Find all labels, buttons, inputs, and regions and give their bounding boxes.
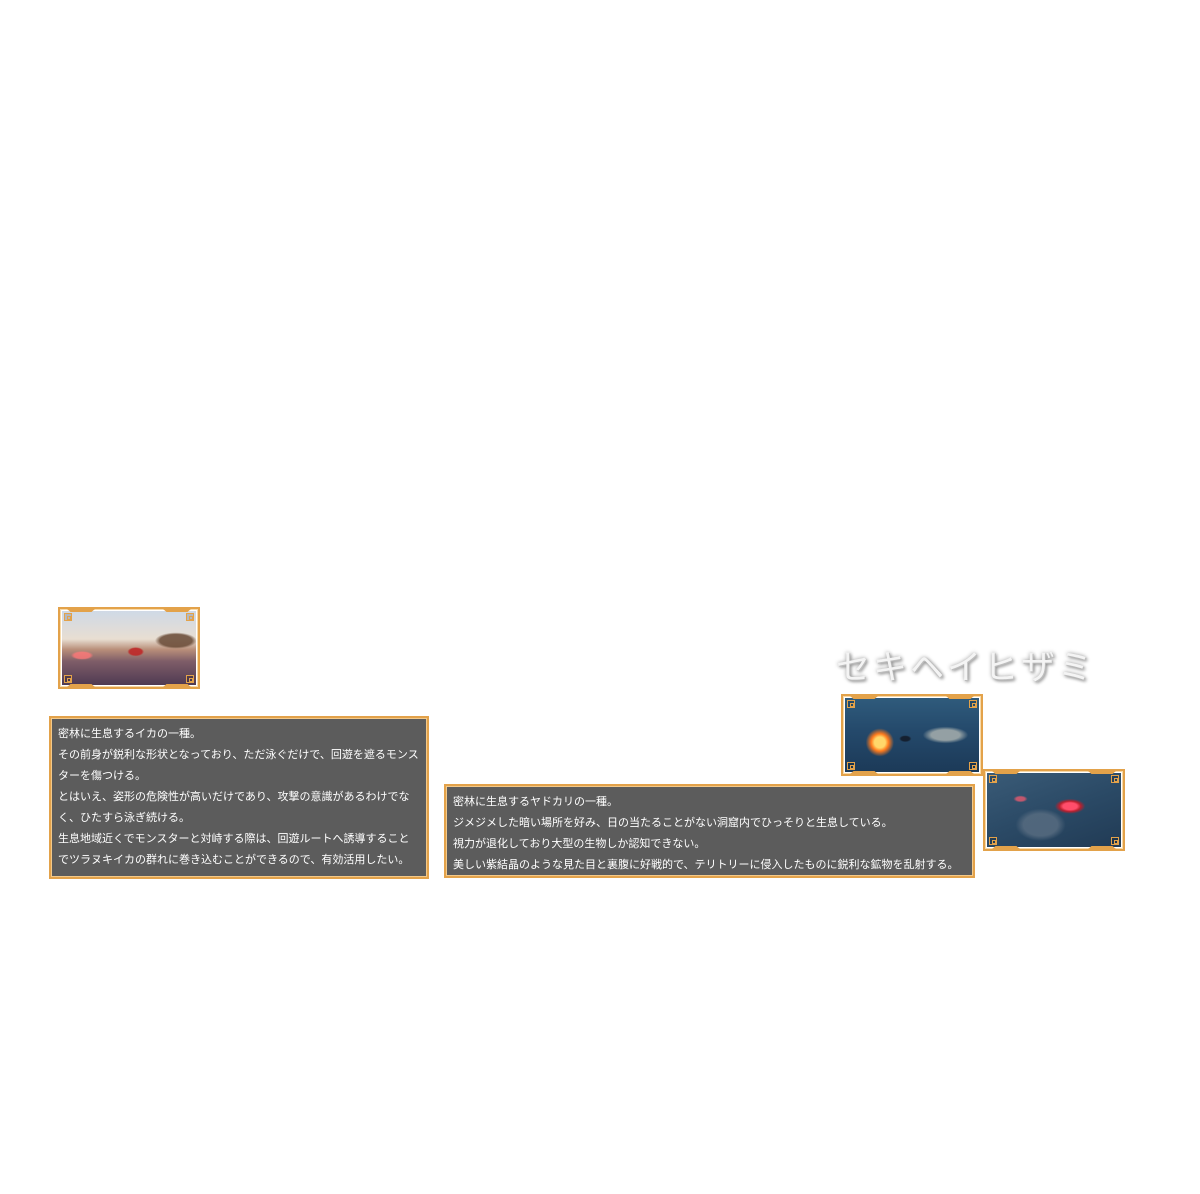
frame-corner-icon [969, 762, 977, 770]
frame-corner-icon [186, 675, 194, 683]
frame-ornament [991, 771, 1021, 774]
description-line: 密林に生息するヤドカリの一種。 [453, 795, 618, 808]
description-line: 密林に生息するイカの一種。 [58, 727, 201, 740]
description-line: 生息地域近くでモンスターと対峙する際は、回遊ルートへ誘導することでツラヌキイカの… [58, 832, 410, 866]
frame-ornament [945, 696, 975, 699]
squid-scene-image [62, 611, 196, 685]
frame-corner-icon [989, 775, 997, 783]
monster-name-title: セキヘイヒザミ [836, 648, 1095, 688]
frame-corner-icon [847, 700, 855, 708]
frame-corner-icon [186, 613, 194, 621]
frame-corner-icon [64, 675, 72, 683]
frame-ornament [945, 771, 975, 774]
squid-description-panel: 密林に生息するイカの一種。 その前身が鋭利な形状となっており、ただ泳ぐだけで、回… [49, 716, 429, 879]
frame-corner-icon [969, 700, 977, 708]
frame-ornament [66, 609, 96, 612]
squid-screenshot[interactable] [58, 607, 200, 689]
frame-corner-icon [1111, 775, 1119, 783]
frame-corner-icon [1111, 837, 1119, 845]
description-line: とはいえ、姿形の危険性が高いだけであり、攻撃の意識があるわけでなく、ひたすら泳ぎ… [58, 790, 410, 824]
frame-ornament [66, 684, 96, 687]
frame-ornament [991, 846, 1021, 849]
frame-corner-icon [64, 613, 72, 621]
description-line: ジメジメした暗い場所を好み、日の当たることがない洞窟内でひっそりと生息している。 [453, 816, 893, 829]
frame-ornament [162, 609, 192, 612]
hermit-crab-screenshot-1[interactable] [841, 694, 983, 776]
frame-corner-icon [847, 762, 855, 770]
hermit-crab-description-panel: 密林に生息するヤドカリの一種。 ジメジメした暗い場所を好み、日の当たることがない… [444, 784, 975, 878]
hermit-crab-screenshot-2[interactable] [983, 769, 1125, 851]
frame-ornament [162, 684, 192, 687]
description-line: 美しい紫結晶のような見た目と裏腹に好戦的で、テリトリーに侵入したものに鋭利な鉱物… [453, 858, 959, 871]
cave-battle-scene-image [845, 698, 979, 772]
frame-ornament [1087, 771, 1117, 774]
frame-ornament [849, 771, 879, 774]
frame-corner-icon [989, 837, 997, 845]
crystal-crab-scene-image [987, 773, 1121, 847]
description-line: 視力が退化しており大型の生物しか認知できない。 [453, 837, 706, 850]
frame-ornament [1087, 846, 1117, 849]
description-line: その前身が鋭利な形状となっており、ただ泳ぐだけで、回遊を遮るモンスターを傷つける… [58, 748, 419, 782]
frame-ornament [849, 696, 879, 699]
